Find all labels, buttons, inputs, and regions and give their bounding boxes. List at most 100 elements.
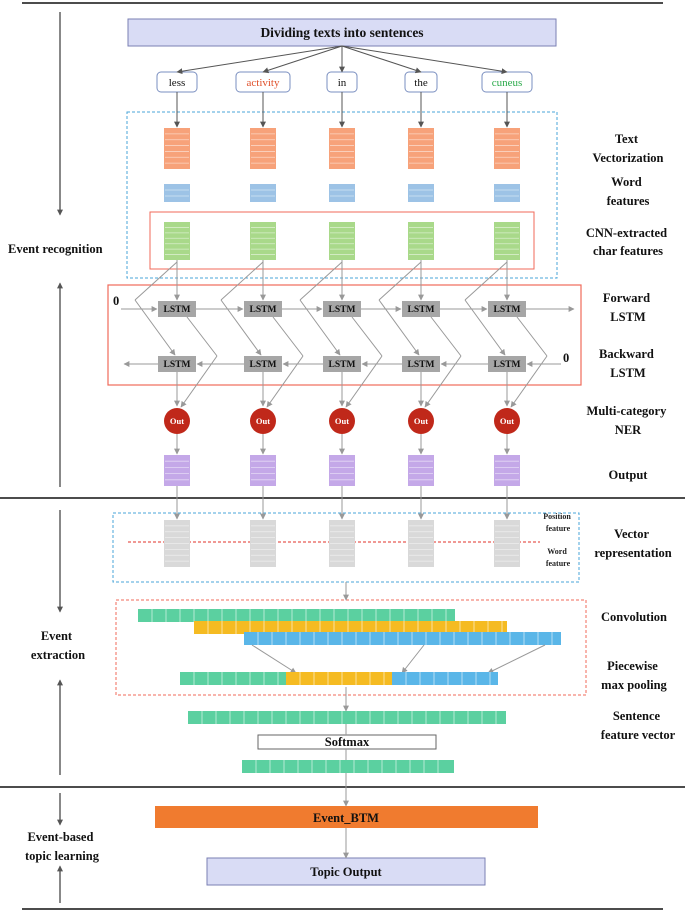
forward-diagonal (351, 316, 383, 357)
label-sentence-vec: Sentence feature vector (601, 709, 676, 742)
char-feature-block (164, 222, 190, 260)
char-feature-block (329, 222, 355, 260)
out-label: Out (170, 416, 184, 426)
label-line: LSTM (610, 366, 646, 380)
forward-diagonal (430, 316, 462, 357)
backward-lstm-label: LSTM (494, 360, 521, 370)
sentence-feature-vector (188, 711, 506, 724)
forward-lstm-label: LSTM (329, 305, 356, 315)
out-label: Out (414, 416, 428, 426)
word-feature-block (494, 184, 520, 202)
label-pooling: Piecewise max pooling (601, 659, 667, 692)
token-text: cuneus (492, 77, 523, 89)
label-vector-repr: Vector representation (594, 527, 671, 560)
forward-lstm-cell (488, 301, 526, 317)
label-backward-lstm: Backward LSTM (599, 347, 657, 380)
side-line: Event-based (27, 830, 93, 844)
label-line: Vectorization (592, 151, 663, 165)
label-line: feature vector (601, 728, 676, 742)
text-vector-block (164, 128, 190, 169)
event-btm-label: Event_BTM (313, 811, 379, 825)
header-link (341, 45, 508, 75)
token-text: less (169, 77, 186, 89)
pooled-yellow (286, 672, 392, 685)
token-text: the (414, 77, 428, 89)
small-line: Word (547, 547, 567, 556)
side-label-event-recognition: Event recognition (8, 242, 103, 256)
char-feature-block (494, 222, 520, 260)
label-line: Output (609, 468, 649, 482)
output-block (250, 455, 276, 486)
side-label-event-extraction: Event extraction (31, 629, 85, 662)
label-line: Word (611, 175, 642, 189)
word-feature-block (250, 184, 276, 202)
char-diagonal (464, 261, 508, 301)
backward-lstm-label: LSTM (250, 360, 277, 370)
label-line: CNN-extracted (586, 226, 667, 240)
text-vector-block (494, 128, 520, 169)
side-label-topic-learning: Event-based topic learning (25, 830, 100, 863)
label-line: Vector (614, 527, 649, 541)
softmax-output-vector (242, 760, 454, 773)
text-vector-block (250, 128, 276, 169)
label-ner: Multi-category NER (587, 404, 670, 437)
header-title: Dividing texts into sentences (260, 25, 423, 40)
pool-arrow-1 (251, 644, 297, 674)
conv-filter-yellow (194, 621, 507, 634)
forward-zero: 0 (113, 294, 119, 308)
label-cnn-char: CNN-extracted char features (586, 226, 670, 258)
conv-filter-green (138, 609, 455, 622)
word-feature-label: Word feature (546, 547, 571, 568)
word-feature-block (329, 184, 355, 202)
backward-zero: 0 (563, 351, 569, 365)
forward-lstm-cell (244, 301, 282, 317)
backward-lstm-cell (323, 356, 361, 372)
softmax-box (257, 734, 437, 750)
side-line: Event recognition (8, 242, 103, 256)
side-line: topic learning (25, 849, 100, 863)
out-node (494, 408, 520, 434)
softmax-label: Softmax (325, 735, 370, 749)
header-link (176, 45, 343, 75)
topic-output-box (206, 857, 486, 886)
label-line: representation (594, 546, 671, 560)
header-link (262, 45, 343, 74)
label-line: Piecewise (607, 659, 658, 673)
event-btm-bar (155, 806, 538, 828)
output-block (329, 455, 355, 486)
backward-lstm-label: LSTM (164, 360, 191, 370)
pooled-green (180, 672, 286, 685)
label-line: max pooling (601, 678, 667, 692)
label-word-features: Word features (607, 175, 650, 208)
backward-lstm-cell (244, 356, 282, 372)
position-feature-label: Position feature (543, 512, 573, 533)
output-block (164, 455, 190, 486)
out-label: Out (500, 416, 514, 426)
out-node (408, 408, 434, 434)
char-diagonal (134, 261, 178, 301)
pooled-blue (392, 672, 498, 685)
label-line: Multi-category (587, 404, 668, 418)
extraction-section (138, 609, 561, 773)
output-block (494, 455, 520, 486)
backward-lstm-label: LSTM (408, 360, 435, 370)
char-feature-block (250, 222, 276, 260)
out-label: Out (335, 416, 349, 426)
header-link (341, 45, 422, 74)
label-line: LSTM (610, 310, 646, 324)
side-line: extraction (31, 648, 85, 662)
output-block (408, 455, 434, 486)
header-box (127, 18, 557, 47)
label-line: char features (593, 244, 663, 258)
label-convolution: Convolution (601, 610, 667, 624)
char-feature-block (408, 222, 434, 260)
convolution-red-box (115, 599, 587, 696)
text-vector-block (329, 128, 355, 169)
forward-lstm-label: LSTM (494, 305, 521, 315)
out-node (164, 408, 190, 434)
char-diagonal (378, 261, 422, 301)
small-line: feature (546, 559, 571, 568)
label-line: Backward (599, 347, 654, 361)
forward-lstm-label: LSTM (250, 305, 277, 315)
word-feature-block (164, 184, 190, 202)
